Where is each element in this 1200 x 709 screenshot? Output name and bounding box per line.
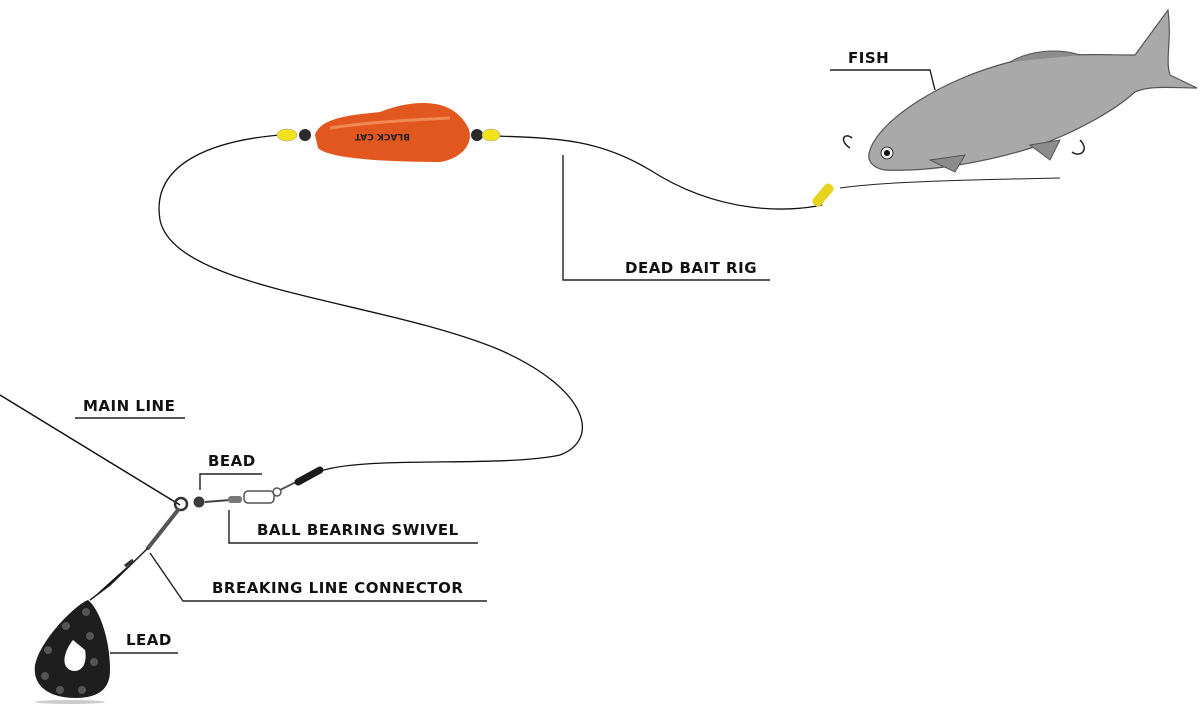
main-line (0, 394, 181, 506)
leader-lines (75, 69, 936, 654)
bait-stop (812, 183, 834, 207)
label-bead: BEAD (208, 452, 256, 470)
label-breaking-line-connector: BREAKING LINE CONNECTOR (212, 579, 464, 597)
label-main-line: MAIN LINE (83, 397, 176, 415)
main-float-line (158, 134, 584, 473)
fish-trace (839, 177, 1061, 189)
svg-text:BLACK CAT: BLACK CAT (354, 131, 410, 141)
label-lead: LEAD (126, 631, 172, 649)
float: BLACK CAT (276, 103, 501, 162)
lead-weight (34, 600, 110, 704)
rig-line (494, 135, 823, 210)
fish (842, 8, 1198, 173)
terminal-tackle (89, 466, 324, 601)
label-ball-bearing-swivel: BALL BEARING SWIVEL (257, 521, 459, 539)
label-dead-bait-rig: DEAD BAIT RIG (625, 259, 758, 277)
label-fish: FISH (848, 49, 890, 67)
